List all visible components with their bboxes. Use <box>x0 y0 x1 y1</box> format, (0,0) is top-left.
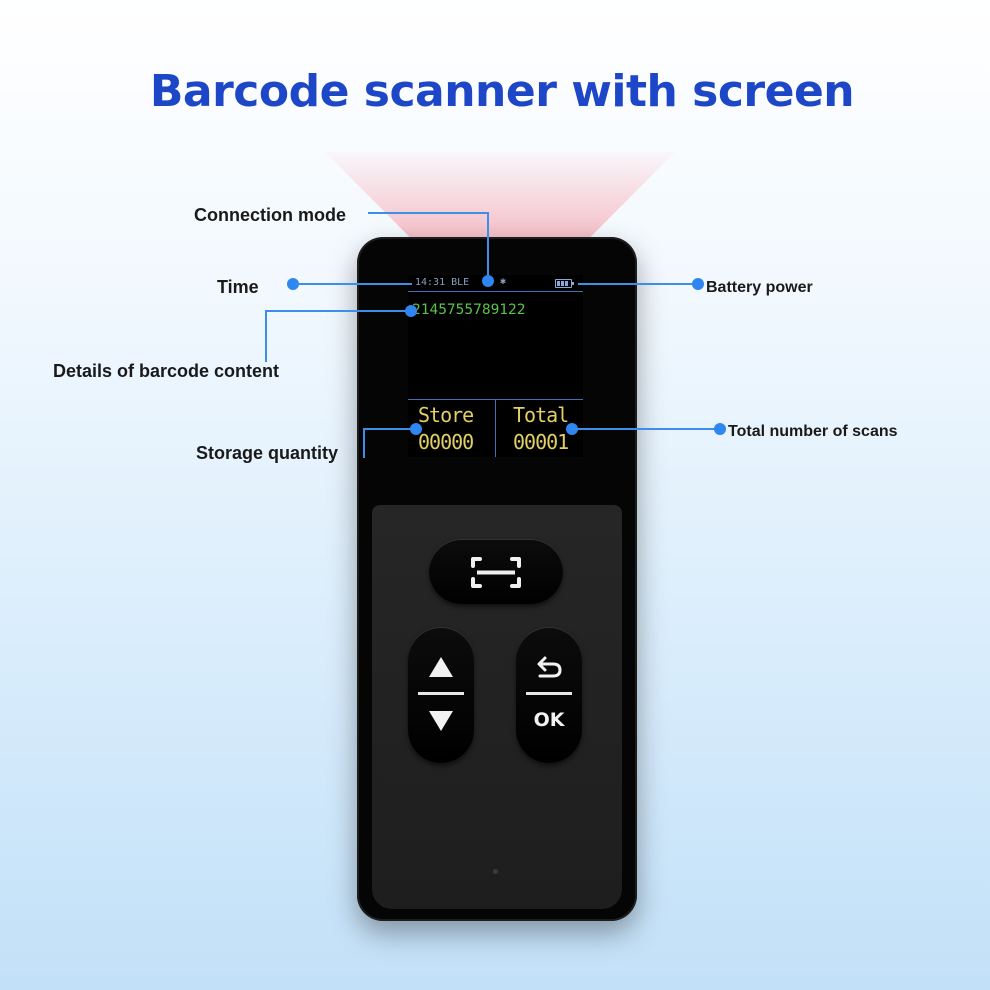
triangle-up-icon <box>429 657 453 677</box>
store-label: Store <box>418 403 474 427</box>
leader-storage-v <box>363 428 365 458</box>
bluetooth-icon: ✱ <box>500 276 507 287</box>
screen-time: 14:31 <box>415 277 446 288</box>
callout-dot-storage <box>410 423 422 435</box>
label-time: Time <box>217 277 259 297</box>
leader-connection-v <box>487 212 489 280</box>
leader-barcode-h <box>265 310 410 312</box>
leader-time <box>296 283 412 285</box>
callout-dot-connection <box>482 275 494 287</box>
label-battery-power: Battery power <box>706 279 813 296</box>
up-down-button[interactable] <box>408 627 474 763</box>
leader-storage-h <box>363 428 415 430</box>
triangle-down-icon <box>429 711 453 731</box>
barcode-content: 2145755789122 <box>412 302 526 318</box>
leader-connection-h <box>368 212 488 214</box>
status-bar-text: 14:31 BLE <box>415 277 469 288</box>
battery-icon <box>555 279 574 288</box>
scan-button[interactable] <box>429 539 563 604</box>
label-connection-mode: Connection mode <box>194 205 346 225</box>
label-total-scans: Total number of scans <box>728 423 898 440</box>
screen-connection-mode: BLE <box>451 277 470 288</box>
device-screen: 14:31 BLE ✱ 2145755789122 Store 00000 To… <box>408 275 583 457</box>
scan-icon <box>471 557 521 588</box>
stats-column-divider <box>495 399 496 457</box>
store-count: 00000 <box>418 430 474 454</box>
callout-dot-barcode <box>405 305 417 317</box>
return-arrow-icon <box>537 656 562 678</box>
return-ok-button[interactable]: OK <box>516 627 582 763</box>
microphone-hole <box>493 869 498 874</box>
leader-total <box>572 428 720 430</box>
total-count: 00001 <box>513 430 569 454</box>
callout-dot-total-end <box>714 423 726 435</box>
ok-label: OK <box>533 709 565 731</box>
callout-dot-battery <box>692 278 704 290</box>
leader-barcode-v <box>265 310 267 362</box>
status-divider <box>408 291 583 292</box>
callout-dot-time <box>287 278 299 290</box>
total-label: Total <box>513 403 569 427</box>
label-barcode-details: Details of barcode content <box>53 361 280 381</box>
label-storage-quantity: Storage quantity <box>196 443 339 463</box>
page-title: Barcode scanner with screen <box>149 66 855 117</box>
scan-beam <box>325 152 675 247</box>
leader-battery <box>578 283 698 285</box>
